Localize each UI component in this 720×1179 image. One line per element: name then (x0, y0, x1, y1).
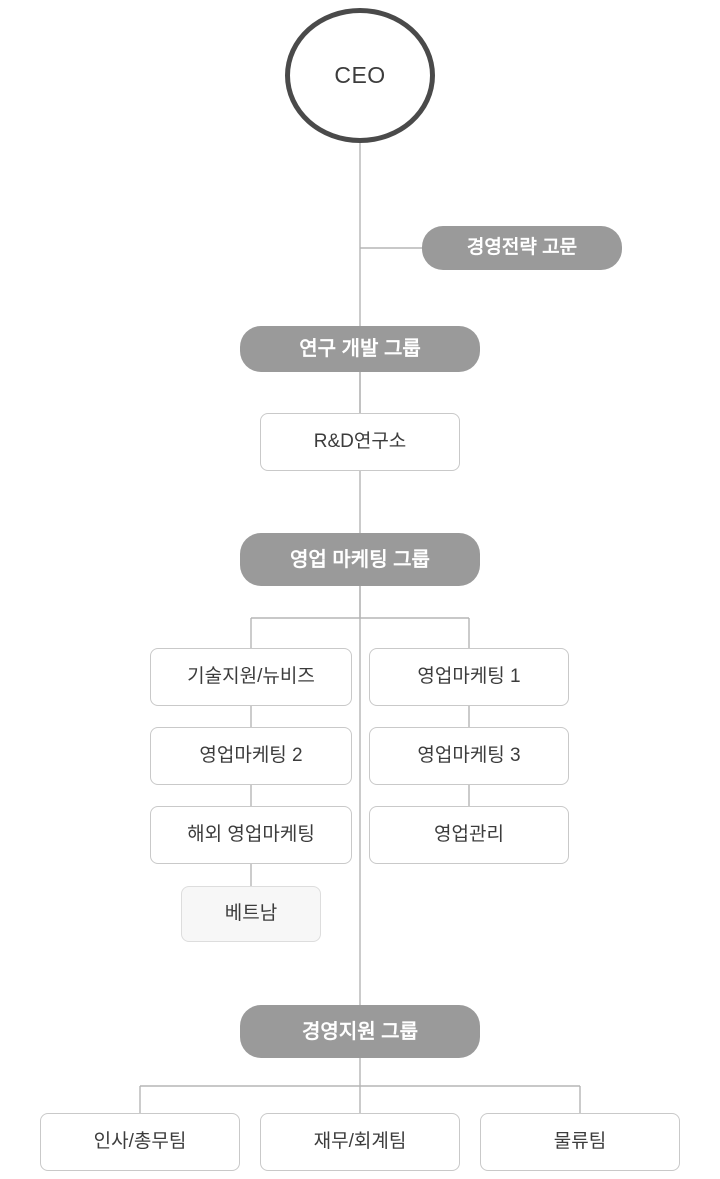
node-support-group-label: 경영지원 그룹 (302, 1020, 418, 1043)
node-sales-mkt-1-label: 영업마케팅 1 (417, 665, 521, 687)
node-sales-mkt-1[interactable]: 영업마케팅 1 (369, 648, 569, 706)
node-advisor[interactable]: 경영전략 고문 (422, 226, 622, 270)
node-sales-mkt-2[interactable]: 영업마케팅 2 (150, 727, 352, 785)
node-support-group[interactable]: 경영지원 그룹 (240, 1005, 480, 1058)
node-advisor-label: 경영전략 고문 (466, 236, 578, 258)
node-hr-team-label: 인사/총무팀 (93, 1130, 187, 1152)
node-tech-support-label: 기술지원/뉴비즈 (187, 665, 315, 687)
node-rnd-lab-label: R&D연구소 (313, 430, 407, 452)
node-tech-support[interactable]: 기술지원/뉴비즈 (150, 648, 352, 706)
node-sales-mkt-3-label: 영업마케팅 3 (417, 744, 521, 766)
node-rnd-group[interactable]: 연구 개발 그룹 (240, 326, 480, 372)
node-sales-admin[interactable]: 영업관리 (369, 806, 569, 864)
node-ceo-label: CEO (334, 61, 386, 88)
node-sales-mkt-2-label: 영업마케팅 2 (199, 744, 303, 766)
node-logistics-team-label: 물류팀 (553, 1130, 607, 1152)
node-overseas-sales-label: 해외 영업마케팅 (187, 823, 315, 845)
node-hr-team[interactable]: 인사/총무팀 (40, 1113, 240, 1171)
node-sales-admin-label: 영업관리 (434, 823, 504, 845)
node-overseas-sales[interactable]: 해외 영업마케팅 (150, 806, 352, 864)
node-rnd-lab[interactable]: R&D연구소 (260, 413, 460, 471)
node-vietnam-label: 베트남 (224, 902, 278, 924)
node-sales-mkt-3[interactable]: 영업마케팅 3 (369, 727, 569, 785)
node-ceo[interactable]: CEO (285, 8, 435, 143)
node-rnd-group-label: 연구 개발 그룹 (299, 338, 421, 360)
node-sales-group[interactable]: 영업 마케팅 그룹 (240, 533, 480, 586)
node-sales-group-label: 영업 마케팅 그룹 (290, 548, 430, 571)
node-finance-team[interactable]: 재무/회계팀 (260, 1113, 460, 1171)
node-finance-team-label: 재무/회계팀 (313, 1130, 407, 1152)
node-vietnam[interactable]: 베트남 (181, 886, 321, 942)
node-logistics-team[interactable]: 물류팀 (480, 1113, 680, 1171)
